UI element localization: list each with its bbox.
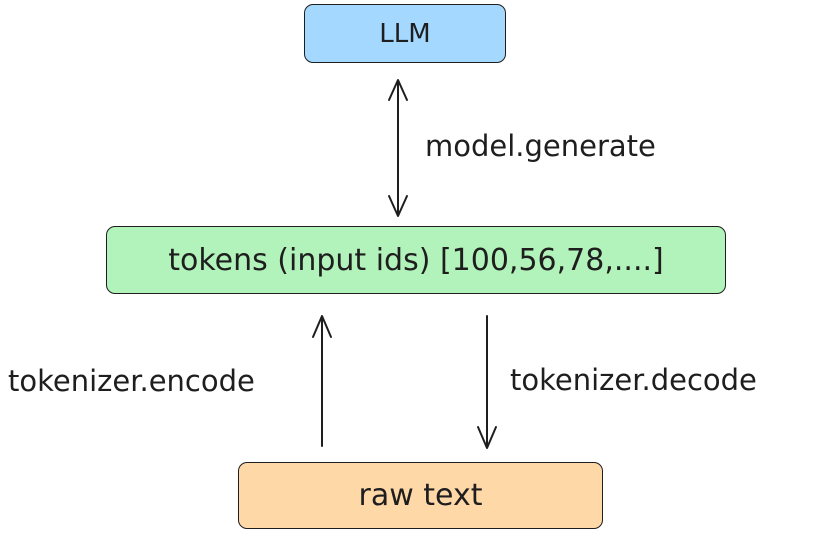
llm-label: LLM (379, 18, 431, 49)
raw-text-node: raw text (238, 462, 603, 529)
generate-label: model.generate (425, 129, 656, 163)
encode-label: tokenizer.encode (8, 364, 255, 398)
decode-label: tokenizer.decode (510, 363, 757, 397)
tokens-node: tokens (input ids) [100,56,78,....] (106, 226, 726, 294)
decode-arrow (477, 315, 497, 449)
raw-text-label: raw text (358, 478, 483, 513)
tokens-label: tokens (input ids) [100,56,78,....] (168, 242, 664, 278)
llm-node: LLM (304, 4, 506, 63)
encode-arrow (312, 315, 332, 447)
generate-arrow (388, 79, 408, 217)
